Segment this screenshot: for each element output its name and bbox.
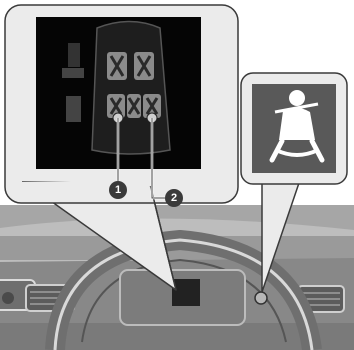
callout-label-1: 1 bbox=[109, 181, 127, 199]
warning-light-location-circle-icon bbox=[255, 292, 267, 304]
indicator-location-square-icon bbox=[172, 279, 200, 306]
callout-label-2: 2 bbox=[165, 189, 183, 207]
